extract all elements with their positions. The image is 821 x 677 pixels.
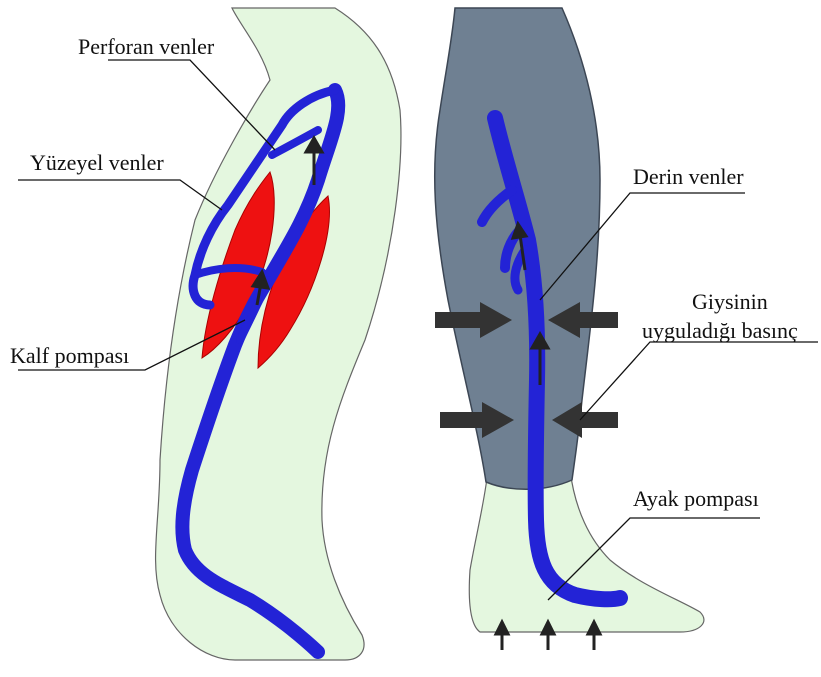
label-foot-pump: Ayak pompası	[633, 488, 759, 510]
label-calf-pump: Kalf pompası	[10, 345, 129, 367]
label-deep-veins: Derin venler	[633, 166, 744, 188]
label-superficial-veins: Yüzeyel venler	[30, 152, 164, 174]
leader-garment-pressure	[580, 342, 818, 420]
label-garment-pressure-line2: uyguladığı basınç	[642, 320, 798, 342]
label-perforating-veins: Perforan venler	[78, 36, 214, 58]
label-garment-pressure-line1: Giysinin	[692, 291, 768, 313]
leader-superficial-veins	[18, 180, 222, 210]
